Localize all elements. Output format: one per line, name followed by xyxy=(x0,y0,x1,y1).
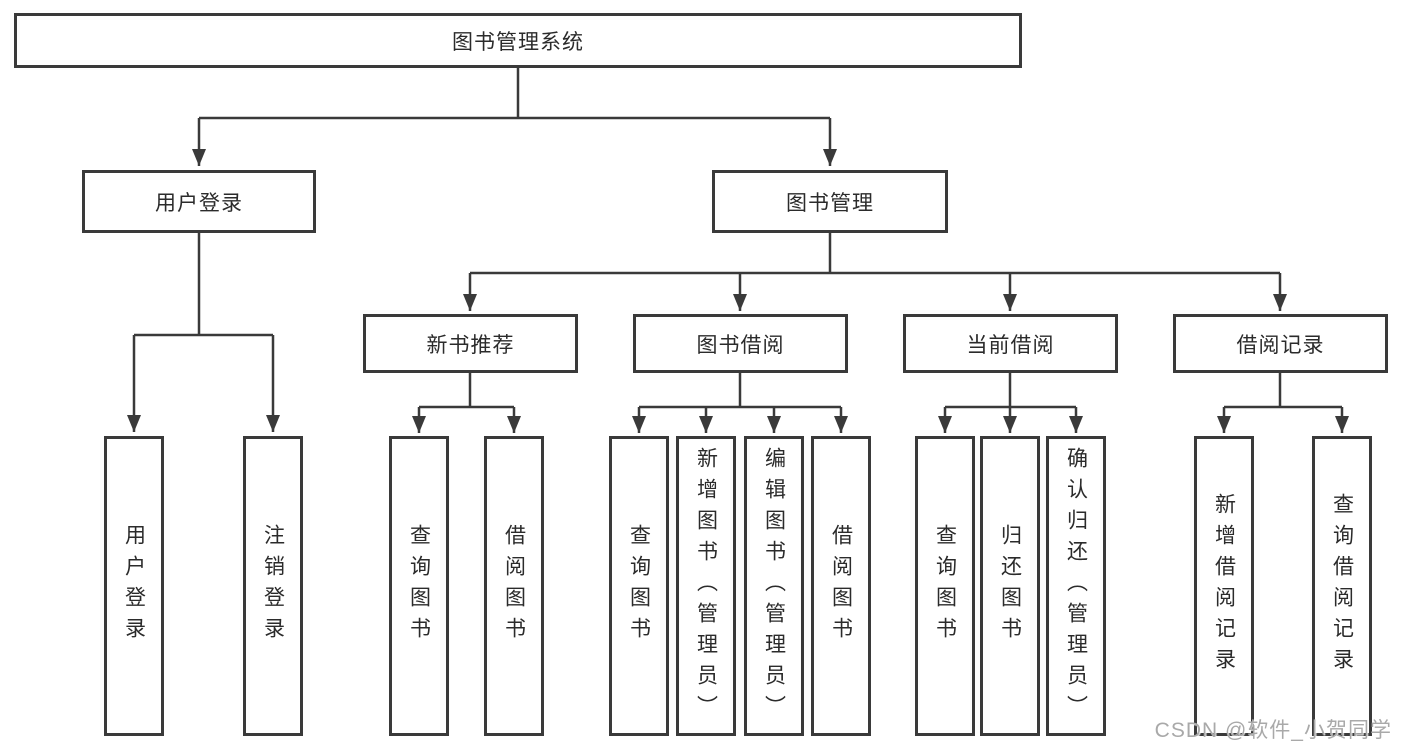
leaf-borrow-book-recommend: 借阅图书 xyxy=(484,436,544,736)
node-book-management-label: 图书管理 xyxy=(786,191,874,215)
leaf-confirm-return-admin-label: 确认归还（管理员） xyxy=(1064,446,1088,726)
watermark-text: CSDN @软件_小贺同学 xyxy=(1154,719,1392,742)
leaf-return-book-label: 归还图书 xyxy=(998,524,1022,648)
leaf-query-book-recommend: 查询图书 xyxy=(389,436,449,736)
node-book-borrow-label: 图书借阅 xyxy=(696,333,785,357)
leaf-edit-book-admin-label: 编辑图书（管理员） xyxy=(762,446,786,726)
leaf-borrow-book: 借阅图书 xyxy=(811,436,871,736)
leaf-query-book-recommend-label: 查询图书 xyxy=(407,524,431,648)
leaf-query-book-borrow: 查询图书 xyxy=(609,436,669,736)
node-borrow-record-label: 借阅记录 xyxy=(1236,333,1325,357)
node-borrow-record: 借阅记录 xyxy=(1173,314,1388,373)
leaf-add-borrow-record: 新增借阅记录 xyxy=(1194,436,1254,736)
leaf-user-login: 用户登录 xyxy=(104,436,164,736)
node-current-borrow: 当前借阅 xyxy=(903,314,1118,373)
node-new-book-recommend-label: 新书推荐 xyxy=(426,333,515,357)
leaf-borrow-book-label: 借阅图书 xyxy=(829,524,853,648)
leaf-query-book-current: 查询图书 xyxy=(915,436,975,736)
node-new-book-recommend: 新书推荐 xyxy=(363,314,578,373)
node-book-management: 图书管理 xyxy=(712,170,948,233)
leaf-user-login-label: 用户登录 xyxy=(122,524,146,648)
node-book-borrow: 图书借阅 xyxy=(633,314,848,373)
leaf-return-book: 归还图书 xyxy=(980,436,1040,736)
leaf-add-book-admin: 新增图书（管理员） xyxy=(676,436,736,736)
leaf-logout-label: 注销登录 xyxy=(261,524,285,648)
node-user-login-label: 用户登录 xyxy=(155,191,243,215)
node-user-login: 用户登录 xyxy=(82,170,316,233)
leaf-confirm-return-admin: 确认归还（管理员） xyxy=(1046,436,1106,736)
node-current-borrow-label: 当前借阅 xyxy=(966,333,1055,357)
leaf-query-borrow-record: 查询借阅记录 xyxy=(1312,436,1372,736)
leaf-query-book-current-label: 查询图书 xyxy=(933,524,957,648)
leaf-add-book-admin-label: 新增图书（管理员） xyxy=(694,446,718,726)
node-root-label: 图书管理系统 xyxy=(452,30,584,54)
leaf-logout: 注销登录 xyxy=(243,436,303,736)
leaf-add-borrow-record-label: 新增借阅记录 xyxy=(1212,493,1236,679)
node-root: 图书管理系统 xyxy=(14,13,1022,68)
leaf-borrow-book-recommend-label: 借阅图书 xyxy=(502,524,526,648)
leaf-query-borrow-record-label: 查询借阅记录 xyxy=(1330,493,1354,679)
leaf-query-book-borrow-label: 查询图书 xyxy=(627,524,651,648)
leaf-edit-book-admin: 编辑图书（管理员） xyxy=(744,436,804,736)
